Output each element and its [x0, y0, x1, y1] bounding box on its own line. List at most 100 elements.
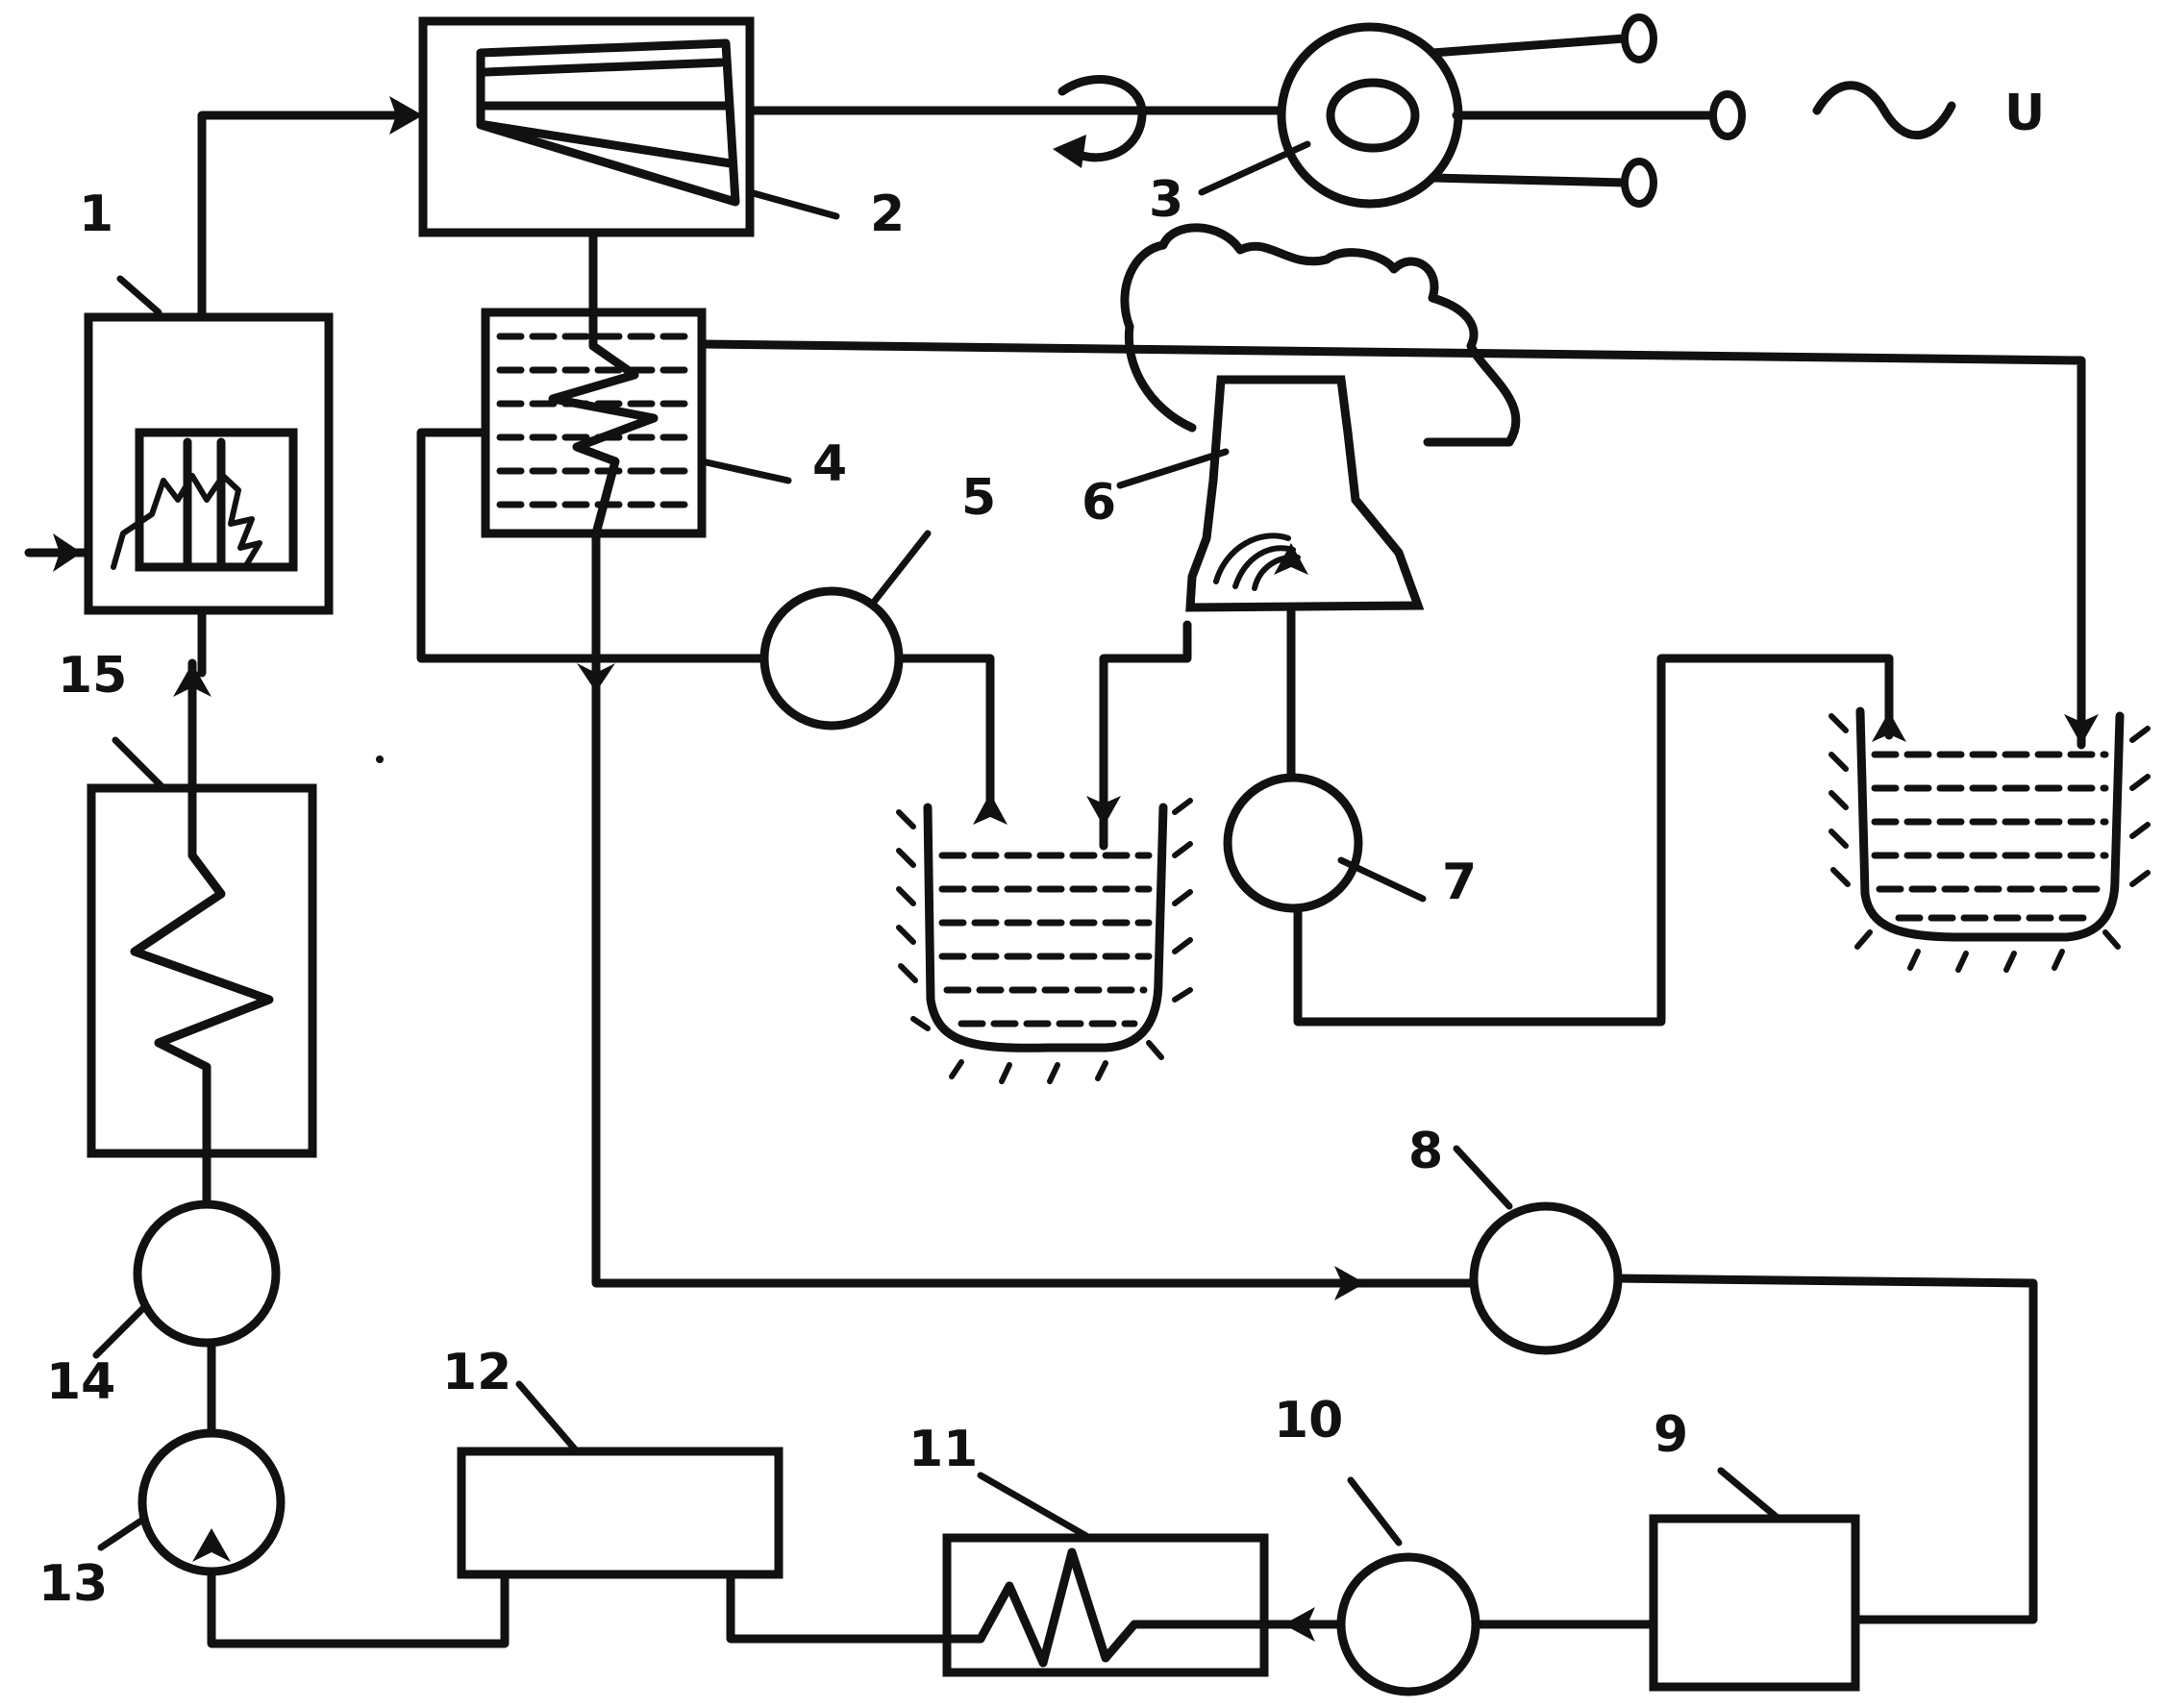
tower-shell	[1185, 375, 1425, 612]
label-9: 9	[1654, 1406, 1688, 1464]
leader-12	[515, 1380, 581, 1455]
boiler-inner-coil	[183, 437, 226, 572]
leader-8	[1453, 1145, 1513, 1210]
voltage-label: U	[2004, 85, 2045, 142]
leader-11	[977, 1472, 1090, 1540]
reservoir-right-basin	[1855, 706, 2125, 942]
heater-15	[87, 783, 317, 1158]
arrow-into-heater11	[1283, 1607, 1315, 1642]
pump-13	[137, 1428, 286, 1576]
arrow-fuel-input	[53, 533, 82, 572]
reservoir-right	[1828, 706, 2151, 973]
steam-cloud-icon	[1120, 223, 1521, 447]
arrow-reservoir-left-down	[1086, 796, 1121, 827]
reservoir-left-water	[938, 852, 1153, 1027]
leader-13	[97, 1515, 148, 1551]
label-1: 1	[79, 186, 113, 243]
label-11: 11	[908, 1421, 978, 1478]
label-6: 6	[1082, 474, 1116, 532]
rotation-arrow-icon	[1057, 75, 1147, 162]
pump-10	[1336, 1552, 1480, 1696]
pump7-to-right-reservoir	[1293, 654, 1894, 1027]
generator-rotor	[1326, 78, 1420, 153]
block-9	[1649, 1514, 1860, 1692]
rotation-arrowhead-icon	[1053, 135, 1086, 168]
heater-11	[942, 1533, 1269, 1677]
label-2: 2	[870, 186, 905, 243]
condenser-4	[481, 308, 707, 538]
turbine-2	[418, 16, 755, 237]
leader-2	[746, 188, 840, 220]
leader-14	[92, 1303, 148, 1359]
label-12: 12	[442, 1344, 511, 1401]
cooling-return-line	[697, 339, 2086, 750]
pump-14	[133, 1200, 281, 1348]
leader-4	[698, 458, 792, 484]
deaerator-to-pump13	[207, 1547, 510, 1648]
arrow-into-boiler	[173, 663, 211, 697]
leader-9	[1717, 1467, 1782, 1522]
pump-8	[1469, 1201, 1623, 1355]
label-5: 5	[961, 469, 996, 527]
condenser-housing	[481, 308, 707, 538]
cooling-tower-6	[1120, 223, 1521, 612]
label-7: 7	[1442, 854, 1477, 911]
steam-cloud-lower	[1124, 322, 1197, 433]
tank-12	[457, 1447, 784, 1579]
arrow-into-tower-spray	[1274, 543, 1308, 575]
pump5-to-reservoir	[894, 654, 995, 812]
leader-lines	[92, 140, 1782, 1551]
label-14: 14	[46, 1353, 115, 1411]
leader-5	[871, 530, 932, 605]
reservoir-right-water	[1871, 751, 2109, 922]
arrow-reservoir-right-down	[2064, 714, 2099, 745]
heater-11-coil-icon	[942, 1547, 1269, 1668]
leader-1	[116, 275, 162, 316]
arrow-into-turbine	[389, 96, 423, 135]
leader-6	[1116, 448, 1230, 489]
heater11-to-deaerator	[726, 1570, 952, 1644]
condensate-line	[591, 529, 1476, 1288]
label-15: 15	[58, 647, 127, 705]
pump-7	[1223, 773, 1363, 913]
reservoir-left	[896, 798, 1193, 1084]
boiler-1	[84, 255, 334, 615]
reservoir-left-basin	[923, 803, 1168, 1052]
label-10: 10	[1274, 1392, 1343, 1449]
pump-5	[759, 586, 904, 730]
component-labels: 1 2 3 4 5 6 7 8 9 10 11 12 13 14 15	[38, 171, 1688, 1613]
heater-15-housing	[87, 783, 317, 1158]
reservoir-left-hatching	[896, 798, 1193, 1084]
flame-icon	[111, 473, 262, 570]
leader-15	[112, 736, 167, 792]
boiler-furnace	[135, 428, 298, 572]
condenser-water-fill	[496, 333, 691, 508]
arrow-to-pump8	[1334, 1266, 1365, 1300]
stray-dot	[376, 755, 384, 763]
generator-3: U	[1277, 13, 2045, 209]
heater-15-coil-icon	[130, 783, 274, 1158]
ac-wave-icon	[1812, 81, 1956, 140]
label-8: 8	[1408, 1123, 1443, 1180]
pump8-to-treatment	[1610, 1274, 2038, 1624]
leader-7	[1337, 856, 1427, 903]
terminal-middle	[1709, 90, 1746, 140]
label-3: 3	[1149, 171, 1183, 229]
arrow-reservoir-left-up	[973, 793, 1007, 825]
terminal-bottom	[1621, 158, 1657, 208]
condenser-coil-icon	[548, 312, 659, 538]
terminal-top	[1621, 13, 1657, 63]
arrow-reservoir-right-up	[1872, 711, 1906, 742]
label-4: 4	[812, 435, 847, 493]
generator-leads	[1428, 34, 1716, 187]
flow-arrows	[53, 96, 2099, 1642]
piping	[24, 106, 2086, 1648]
turbine-blades-icon	[476, 38, 740, 207]
leader-10	[1347, 1476, 1403, 1547]
tower-to-reservoir	[1099, 620, 1192, 851]
reservoir-right-hatching	[1828, 713, 2151, 973]
label-13: 13	[38, 1555, 108, 1613]
arrow-into-pump13	[192, 1528, 231, 1562]
leader-3	[1198, 140, 1311, 196]
